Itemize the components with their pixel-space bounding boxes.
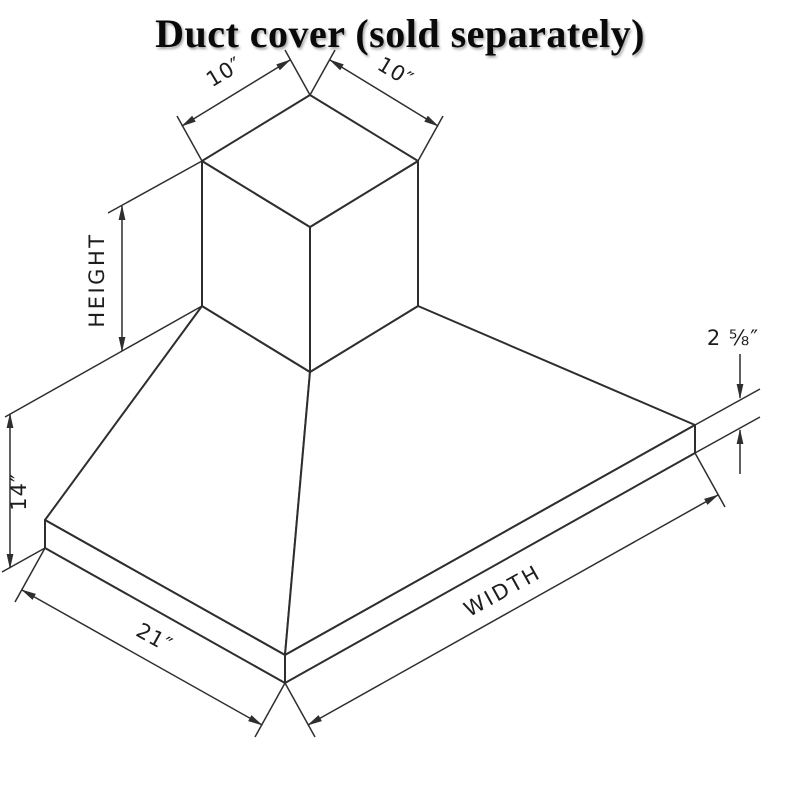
extension-line — [694, 388, 761, 426]
extension-line — [176, 115, 203, 162]
dim-label-lip-height: 2 ⅝″ — [707, 326, 759, 350]
extension-line — [284, 682, 316, 738]
extension-line — [417, 115, 444, 162]
dimension-line — [329, 59, 439, 127]
dim-label-hood-height: 14″ — [7, 473, 31, 511]
extension-line — [14, 547, 46, 603]
extension-line — [107, 160, 203, 214]
duct-top-face — [201, 94, 419, 228]
dimension-line — [307, 494, 719, 726]
extension-line — [4, 305, 203, 418]
extension-line — [694, 452, 726, 508]
dim-label-duct-width: 10″ — [373, 52, 418, 92]
dimension-line — [21, 589, 263, 726]
dim-duct-height: HEIGHT — [4, 160, 203, 418]
extension-line — [254, 682, 286, 738]
extension-line — [309, 49, 336, 96]
dim-label-duct-depth: 10″ — [202, 52, 247, 92]
diagram-title: Duct cover (sold separately) — [155, 11, 645, 56]
dimension-line — [181, 59, 291, 127]
extension-line — [694, 416, 761, 454]
dim-lip-height: 2 ⅝″ — [694, 326, 761, 474]
dim-label-hood-depth: 21″ — [132, 618, 177, 657]
extension-line — [284, 49, 311, 96]
dim-label-duct-height: HEIGHT — [85, 232, 109, 327]
hood-body — [44, 94, 696, 684]
dim-hood-height: 14″ — [1, 413, 46, 573]
